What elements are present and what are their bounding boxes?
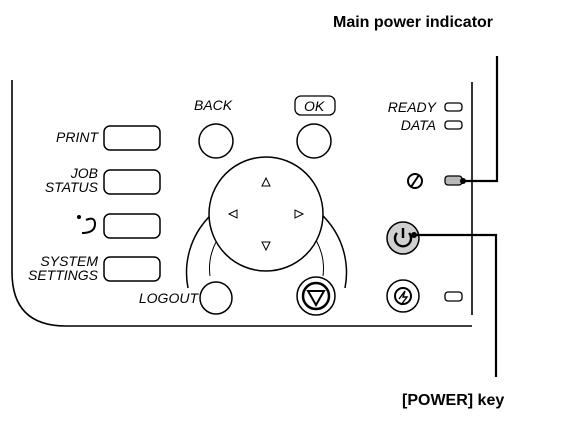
panel-outline — [11, 80, 472, 327]
main-power-icon — [407, 173, 423, 189]
logout-button — [199, 281, 233, 315]
back-button — [198, 123, 234, 159]
logout-label: LOGOUT — [138, 290, 198, 306]
energy-save-indicator — [444, 291, 463, 302]
main-power-indicator-lamp — [444, 175, 463, 186]
power-icon — [386, 221, 420, 255]
print-label: PRINT — [56, 129, 98, 145]
triangle-left-icon — [227, 209, 238, 219]
system-settings-label-line1: SYSTEM — [40, 253, 98, 269]
energy-save-icon — [386, 279, 420, 313]
back-label: BACK — [194, 97, 233, 113]
data-label: DATA — [400, 117, 436, 133]
job-status-button — [103, 169, 161, 195]
ready-label: READY — [387, 99, 436, 115]
direction-pad — [208, 156, 324, 272]
job-status-label-line1: JOB — [70, 165, 98, 181]
ok-label-frame — [294, 95, 336, 116]
ok-label: OK — [304, 98, 325, 114]
main-power-indicator-callout: Main power indicator — [333, 14, 494, 31]
system-settings-label-line2: SETTINGS — [27, 267, 98, 283]
triangle-up-icon — [261, 176, 271, 187]
main-power-callout-line — [462, 56, 499, 183]
data-indicator — [444, 120, 463, 130]
stop-icon — [296, 276, 336, 316]
print-button — [103, 125, 161, 151]
triangle-right-icon — [294, 209, 305, 219]
system-settings-button — [103, 256, 161, 282]
job-status-label-line2: STATUS — [44, 179, 98, 195]
power-key-callout-line — [413, 233, 498, 377]
return-button — [103, 213, 161, 239]
triangle-down-icon — [261, 241, 271, 252]
ok-button — [296, 123, 332, 159]
ready-indicator — [444, 102, 463, 112]
return-arrow-icon — [77, 215, 97, 234]
power-key-callout: [POWER] key — [402, 392, 505, 409]
